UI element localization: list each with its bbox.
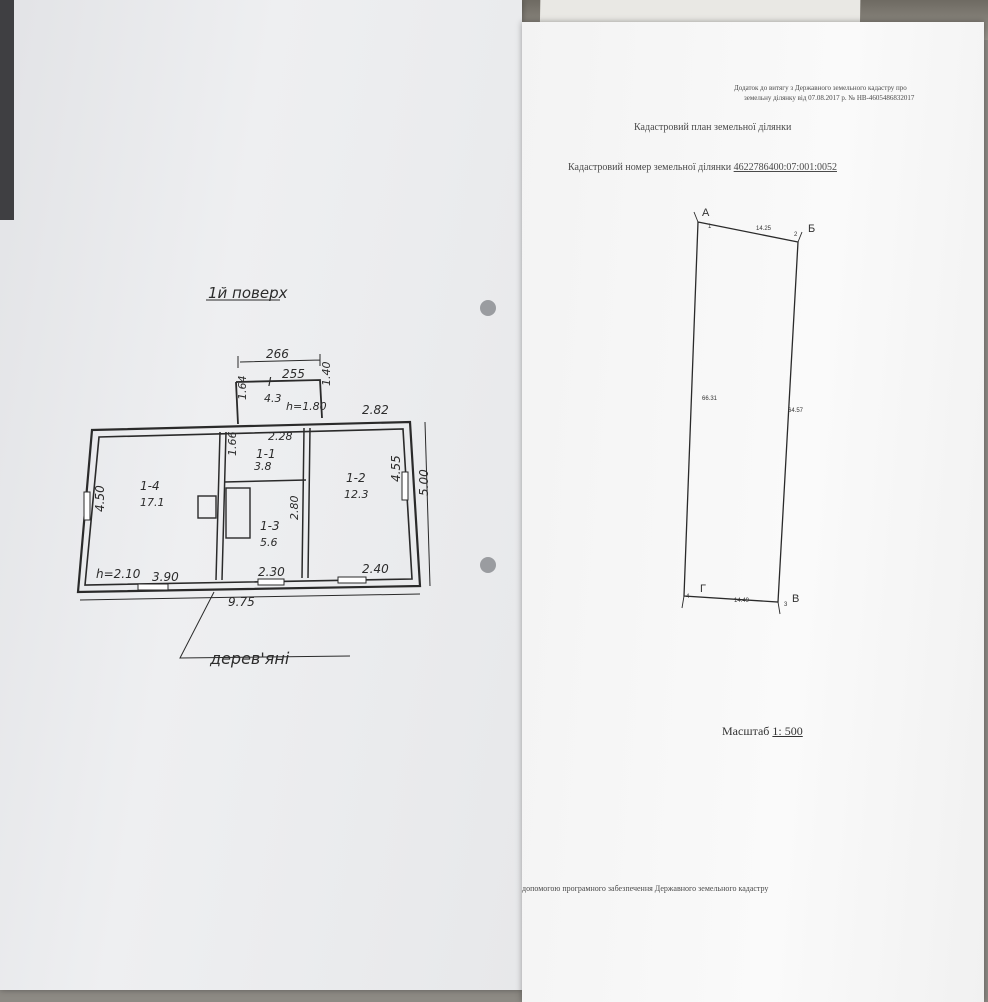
- dim-right-inner: 4.55: [389, 455, 403, 482]
- floor-plan-page: 1й поверх дерев'яні 266 255 1.40 1.64 h=…: [0, 0, 522, 990]
- scale-line: Масштаб 1: 500: [722, 724, 803, 739]
- vertex-4: 4: [686, 594, 690, 600]
- room-1-1-id: 1-1: [256, 447, 276, 461]
- dim-left-side: 4.50: [93, 485, 107, 512]
- side-right: 64.57: [788, 408, 804, 414]
- room-1-1-area: 3.8: [254, 460, 272, 473]
- side-top: 14.25: [756, 226, 772, 232]
- dim-porch-side: 1.40: [320, 362, 333, 387]
- room-1-4-id: 1-4: [140, 479, 160, 493]
- dim-right-outer: 5.00: [417, 469, 431, 496]
- binder-edge: [0, 0, 14, 220]
- room-1-2-id: 1-2: [346, 471, 366, 485]
- room-1-4-area: 17.1: [140, 496, 165, 509]
- dim-room11-side: 1.66: [226, 432, 239, 457]
- vertex-B: Б: [808, 223, 815, 235]
- material-label: дерев'яні: [209, 649, 290, 668]
- dim-top-right: 2.82: [362, 403, 389, 417]
- side-bottom: 14.49: [734, 598, 750, 604]
- scale-value: 1: 500: [772, 724, 803, 738]
- vertex-1: 1: [708, 224, 712, 230]
- dim-center-top: 2.28: [268, 430, 293, 443]
- dim-height: h=2.10: [96, 567, 141, 581]
- vertex-V: В: [792, 593, 799, 605]
- scale-label: Масштаб: [722, 724, 770, 738]
- cadastral-plan-page: Додаток до витягу з Державного земельног…: [522, 22, 984, 1002]
- note-line-1: Додаток до витягу з Державного земельног…: [734, 84, 907, 92]
- room-I-id: I: [268, 375, 272, 389]
- punch-hole-bottom: [480, 557, 496, 573]
- side-left: 66.31: [702, 396, 718, 402]
- cadastral-number: 4622786400:07:001:0052: [733, 162, 837, 173]
- floor-label: 1й поверх: [208, 284, 288, 302]
- vertex-G: Г: [700, 583, 706, 595]
- dim-bottom-2: 2.30: [258, 565, 285, 579]
- note-line-2: земельну ділянку від 07.08.2017 р. № НВ-…: [744, 94, 915, 102]
- punch-hole-top: [480, 300, 496, 316]
- vertex-A: А: [702, 207, 710, 219]
- room-1-3-area: 5.6: [260, 536, 278, 549]
- dim-top-outer: 266: [266, 347, 289, 361]
- room-I-area: 4.3: [264, 392, 282, 405]
- cadastral-prefix: Кадастровий номер земельної ділянки: [568, 162, 732, 173]
- dim-bottom-3: 2.40: [362, 562, 389, 576]
- dim-bottom-1: 3.90: [152, 570, 179, 584]
- cadastral-line: Кадастровий номер земельної ділянки 4622…: [568, 162, 837, 173]
- dim-top-inner: 255: [282, 367, 305, 381]
- vertex-2: 2: [794, 232, 798, 238]
- parcel-drawing: А 1 Б 2 В 3 Г 4 14.25 66.31 64.57 14.49: [681, 207, 815, 615]
- dim-porch-left: 1.64: [236, 376, 249, 401]
- dim-room13-side: 2.80: [288, 496, 301, 521]
- dim-total: 9.75: [228, 595, 255, 609]
- floor-plan-drawing: 1й поверх дерев'яні 266 255 1.40 1.64 h=…: [76, 284, 431, 668]
- footer-text: допомогою програмного забезпечення Держа…: [522, 884, 769, 893]
- room-1-3-id: 1-3: [260, 519, 280, 533]
- room-1-2-area: 12.3: [344, 488, 369, 501]
- vertex-3: 3: [784, 602, 788, 608]
- dim-porch-height: h=1.80: [286, 400, 327, 413]
- plan-title: Кадастровий план земельної ділянки: [634, 122, 792, 133]
